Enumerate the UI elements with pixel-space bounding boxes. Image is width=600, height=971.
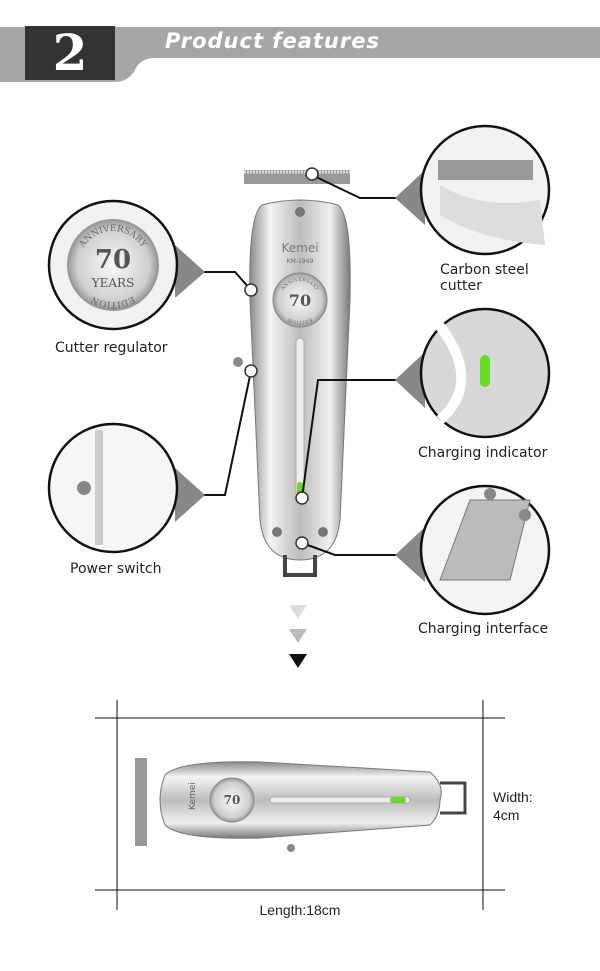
label-power-switch: Power switch <box>70 561 162 577</box>
badge-number: 70 <box>224 793 241 807</box>
section-number: 2 <box>25 26 115 80</box>
label-charging-indicator: Charging indicator <box>418 445 548 461</box>
label-cutter-regulator: Cutter regulator <box>55 340 168 356</box>
label-carbon-steel-cutter: Carbon steel cutter <box>440 262 529 294</box>
length-label: Length:18cm <box>259 902 341 918</box>
width-label: Width: <box>493 789 533 805</box>
svg-text:YEARS: YEARS <box>91 276 135 290</box>
trimmer-horizontal: 70 Kemei <box>135 758 467 852</box>
label-charging-interface: Charging interface <box>418 621 549 637</box>
badge-number: 70 <box>289 291 311 310</box>
page-title: Product features <box>165 29 380 53</box>
detail-power-switch <box>47 422 179 554</box>
trimmer-vertical <box>233 170 351 577</box>
badge-bottom-text-small: EDITION <box>286 316 313 325</box>
width-value: 4cm <box>493 807 520 823</box>
badge-bottom-small: EDITION <box>286 316 313 325</box>
model-number: KM-1949 <box>287 258 314 265</box>
brand-name: Kemei <box>281 241 318 255</box>
badge-bottom-text: EDITION <box>90 294 137 309</box>
brand-logo: Kemei <box>188 782 198 810</box>
badge-bottom: EDITION <box>90 294 137 309</box>
svg-text:70: 70 <box>95 245 131 275</box>
header-bar <box>0 27 600 82</box>
